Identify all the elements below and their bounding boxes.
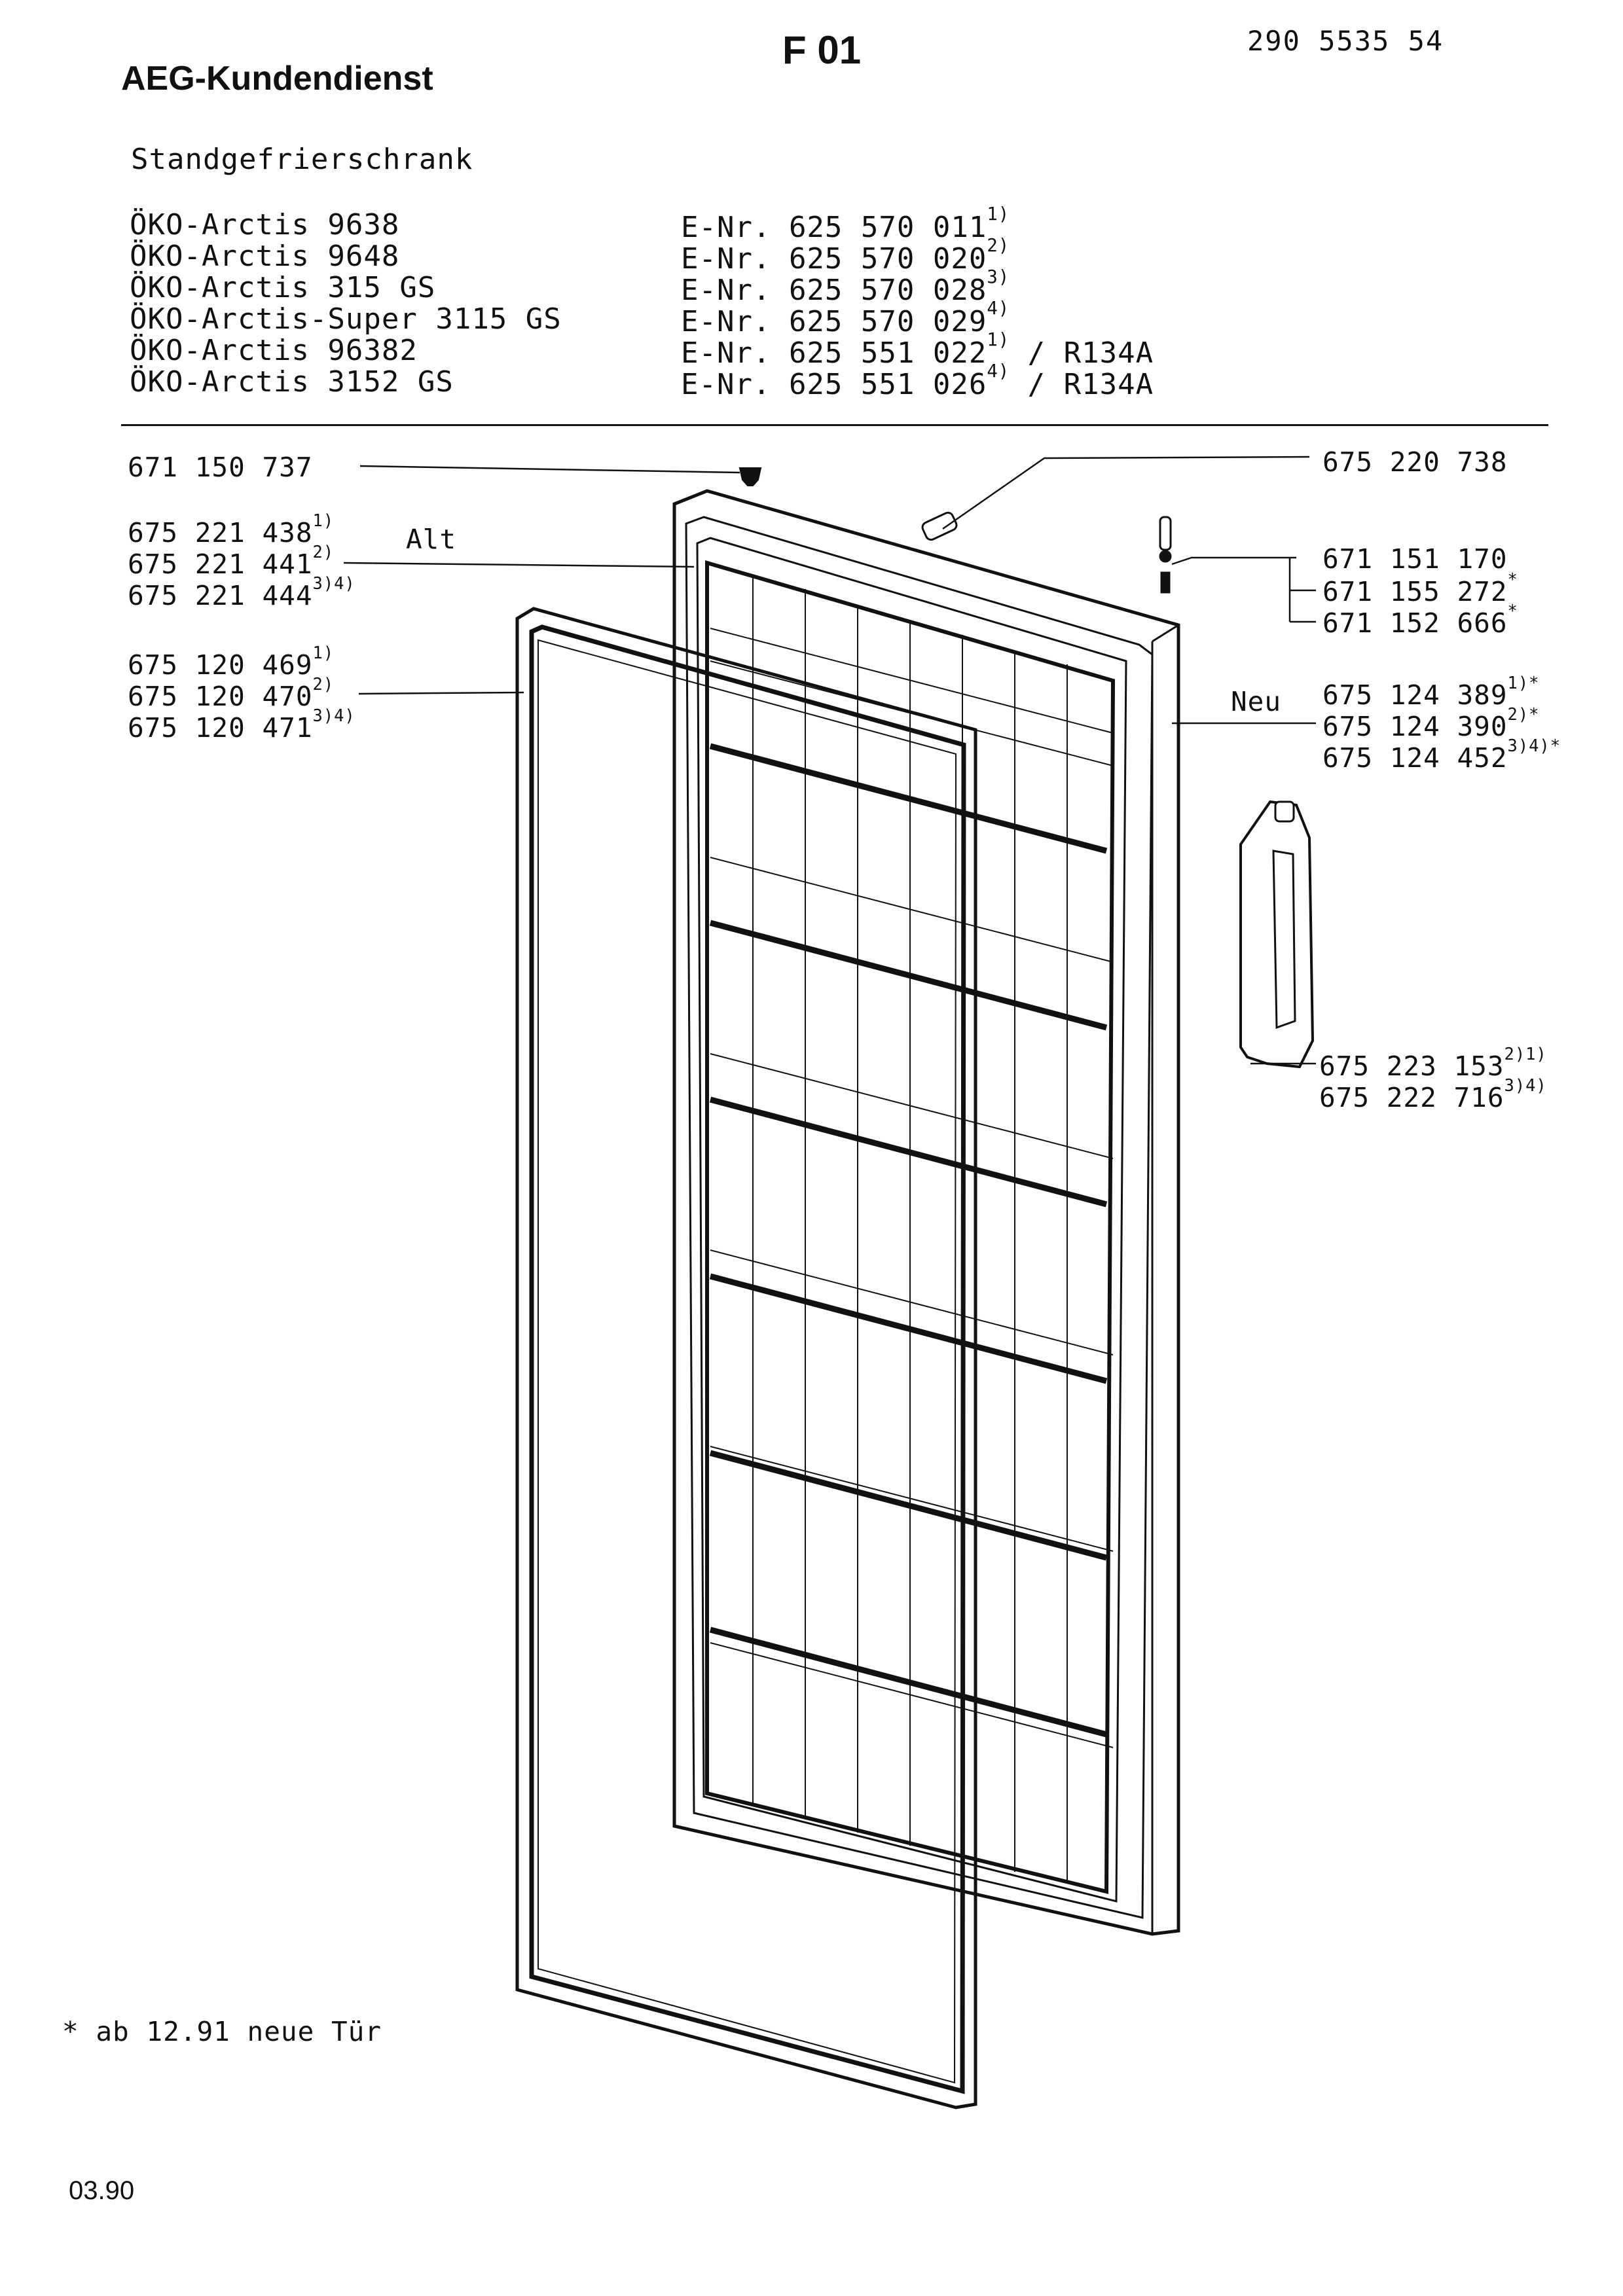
part-number: 675 221 4412) bbox=[128, 542, 335, 580]
model-name: ÖKO-Arctis 9638 bbox=[130, 208, 400, 242]
model-enr: E-Nr. 625 551 0264) / R134A bbox=[681, 361, 1154, 401]
model-name: ÖKO-Arctis-Super 3115 GS bbox=[130, 302, 562, 336]
model-enr: E-Nr. 625 551 0221) / R134A bbox=[681, 330, 1154, 370]
part-number: 671 155 272* bbox=[1322, 569, 1518, 607]
hinge-cap bbox=[739, 467, 762, 486]
document-number: 290 5535 54 bbox=[1247, 25, 1444, 57]
alt-label: Alt bbox=[406, 524, 457, 555]
sheet-code: F 01 bbox=[782, 28, 862, 72]
part-number: 671 150 737 bbox=[128, 452, 313, 483]
part-number: 675 124 3891)* bbox=[1322, 673, 1540, 711]
shelf-rails bbox=[709, 743, 1108, 1738]
model-enr: E-Nr. 625 570 0283) bbox=[681, 267, 1010, 307]
part-number: 675 120 4702) bbox=[128, 674, 335, 712]
document-date: 03.90 bbox=[69, 2176, 135, 2205]
model-enr: E-Nr. 625 570 0111) bbox=[681, 204, 1010, 244]
model-name: ÖKO-Arctis 96382 bbox=[130, 334, 418, 367]
neu-label: Neu bbox=[1231, 686, 1282, 717]
hinge-pins bbox=[1159, 516, 1172, 594]
model-name: ÖKO-Arctis 3152 GS bbox=[130, 365, 454, 399]
part-number: 675 124 4523)4)* bbox=[1322, 736, 1561, 774]
part-number: 675 221 4381) bbox=[128, 511, 335, 548]
header-divider bbox=[121, 424, 1548, 426]
footnote: * ab 12.91 neue Tür bbox=[62, 2016, 382, 2047]
model-name: ÖKO-Arctis 9648 bbox=[130, 240, 400, 273]
part-number: 675 120 4713)4) bbox=[128, 706, 356, 744]
door-stop bbox=[921, 511, 958, 541]
part-number: 675 120 4691) bbox=[128, 643, 335, 681]
part-number: 675 223 1532)1) bbox=[1319, 1044, 1547, 1082]
leader-lines bbox=[343, 456, 1316, 1065]
brand-title: AEG-Kundendienst bbox=[121, 60, 433, 98]
product-type: Standgefrierschrank bbox=[131, 143, 473, 176]
model-enr: E-Nr. 625 570 0202) bbox=[681, 236, 1010, 276]
part-number: 671 151 170 bbox=[1322, 543, 1508, 575]
door-frame bbox=[672, 489, 1180, 1936]
part-number: 675 221 4443)4) bbox=[128, 573, 356, 611]
inner-liner-grid bbox=[705, 560, 1116, 1894]
model-enr: E-Nr. 625 570 0294) bbox=[681, 298, 1010, 338]
model-name: ÖKO-Arctis 315 GS bbox=[130, 271, 436, 304]
part-number: 675 124 3902)* bbox=[1322, 704, 1540, 742]
part-number: 671 152 666* bbox=[1322, 601, 1518, 639]
part-number: 675 222 7163)4) bbox=[1319, 1075, 1547, 1113]
door-gasket bbox=[515, 607, 977, 2109]
part-number: 675 220 738 bbox=[1322, 446, 1508, 478]
door-handle bbox=[1239, 800, 1315, 1069]
